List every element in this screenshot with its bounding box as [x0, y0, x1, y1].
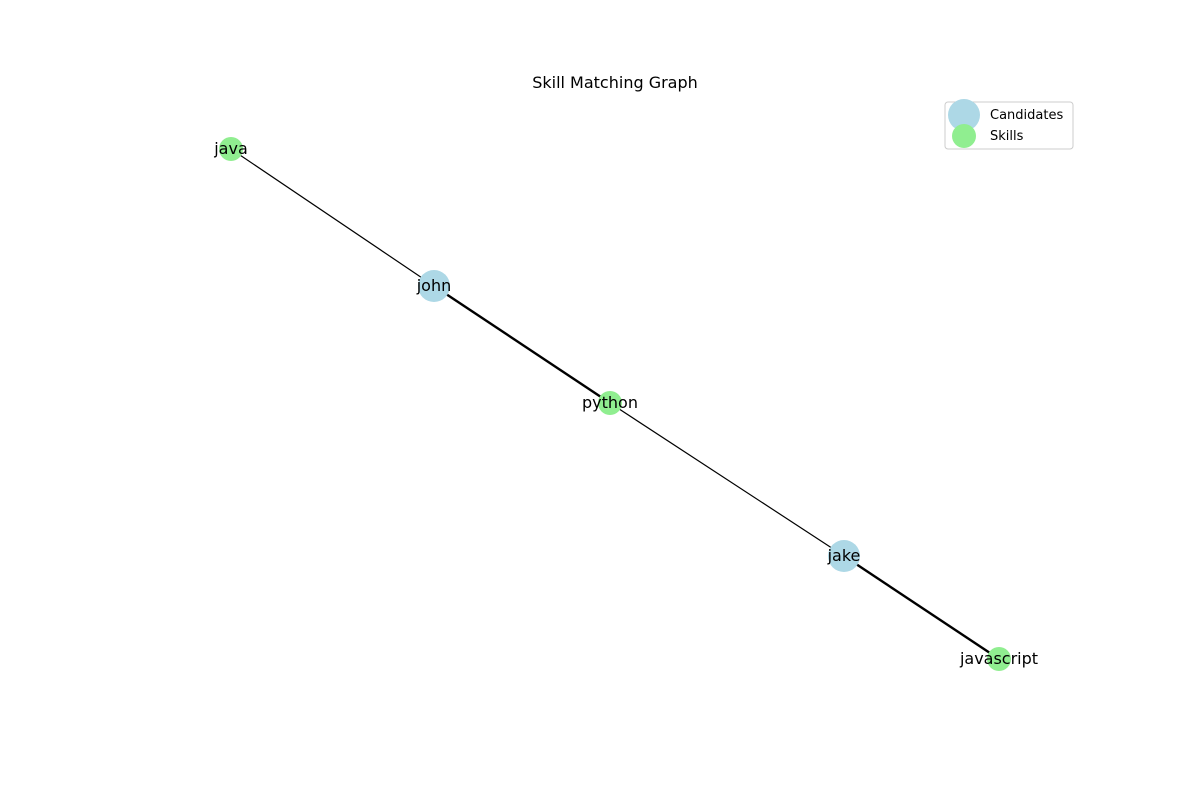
node-java: [219, 137, 243, 161]
node-label-javascript: javascript: [959, 649, 1038, 668]
edges-layer: [230, 148, 1000, 660]
nodes-layer: java john python jake javascript: [213, 137, 1038, 671]
edge-john-python: [433, 285, 611, 404]
node-label-python: python: [582, 393, 638, 412]
node-python: [598, 391, 622, 415]
node-label-john: john: [416, 276, 452, 295]
edge-jake-python: [609, 402, 845, 557]
node-john: [418, 270, 450, 302]
legend-candidates-marker: [948, 99, 980, 131]
legend: Candidates Skills: [944, 99, 1074, 150]
node-label-java: java: [213, 139, 248, 158]
node-javascript: [987, 647, 1011, 671]
graph-title: Skill Matching Graph: [532, 73, 698, 92]
legend-skills-label: Skills: [990, 129, 1024, 144]
edge-john-java: [230, 148, 435, 287]
edge-jake-javascript: [843, 555, 1000, 660]
node-jake: [828, 540, 860, 572]
node-label-jake: jake: [827, 546, 861, 565]
legend-candidates-label: Candidates: [990, 108, 1063, 123]
legend-skills-marker: [952, 124, 976, 148]
